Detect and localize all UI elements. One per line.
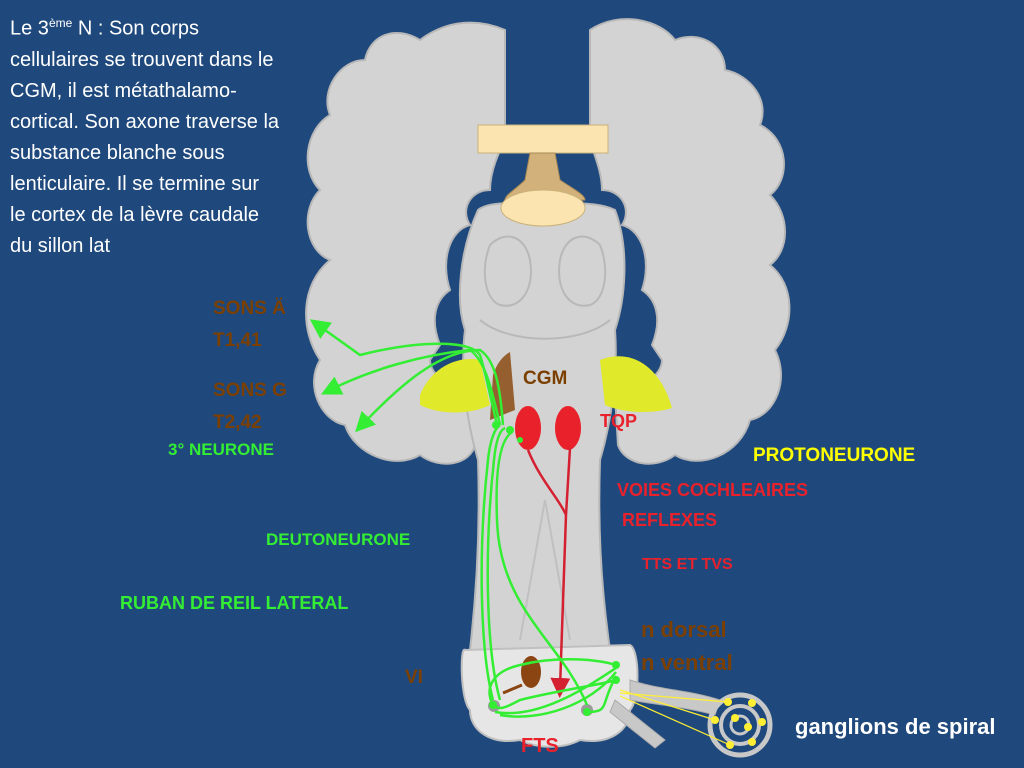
label-reflexes: REFLEXES [622,510,718,530]
label-n-dorsal: n dorsal [641,617,727,642]
label-deutoneurone: DEUTONEURONE [266,530,411,549]
cgm-left-body [420,359,490,413]
label-ganglions-spiral: ganglions de spiral [795,714,996,739]
intro-superscript: ème [48,16,73,30]
label-n-ventral: n ventral [641,650,733,675]
cgm-right-body [600,356,672,412]
label-third-neuron: 3° NEURONE [168,440,274,459]
reflex-path-left [526,449,568,516]
label-sons-a: SONS Ä [213,298,286,319]
intro-paragraph: Le 3ème N : Son corps cellulaires se tro… [10,8,280,262]
auditory-pathway [309,319,618,718]
label-tts-tvs: TTS ET TVS [642,556,733,573]
label-fts: FTS [521,735,559,757]
tqp-nucleus-right [555,406,581,450]
third-ventricle [500,189,586,227]
corpus-callosum [477,124,609,154]
label-protoneurone: PROTONEURONE [753,445,916,466]
label-t2: T2,42 [213,412,262,433]
right-hemisphere [589,18,791,465]
label-tqp: TQP [600,411,638,431]
cochlea-spiral-icon [619,689,773,758]
label-ruban-reil: RUBAN DE REIL LATERAL [120,593,349,613]
label-cgm: CGM [523,368,568,389]
reflex-path-right [550,447,572,698]
intro-text: N : Son corps cellulaires se trouvent da… [10,17,280,257]
intro-prefix: Le 3 [10,17,49,40]
label-vi: VI [405,667,423,688]
label-sons-g: SONS G [213,380,287,401]
label-t1: T1,41 [213,330,262,351]
tqp-nucleus-left [515,406,541,450]
label-voies-cochleaires: VOIES COCHLEAIRES [617,480,809,500]
